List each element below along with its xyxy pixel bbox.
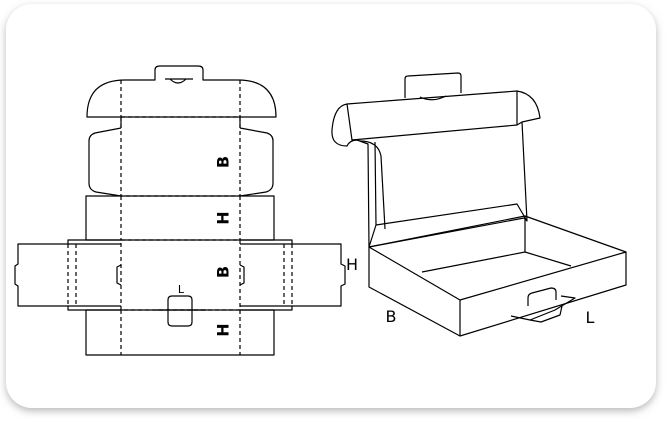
lid-right-flap <box>239 127 274 197</box>
tuck-flap <box>86 65 277 118</box>
label-lock: L <box>178 283 185 296</box>
label-h-upper: H <box>214 211 233 224</box>
label-h-lower: H <box>214 323 233 336</box>
label-b-upper: B <box>214 156 233 168</box>
label-b-lower: B <box>214 266 233 278</box>
box-front <box>368 247 461 337</box>
label-length: L <box>586 308 595 327</box>
lid-outline <box>331 90 541 248</box>
box-lock-tab <box>510 295 576 321</box>
card-background <box>6 4 656 408</box>
template-labels: B H B H L <box>178 156 233 337</box>
front-wall <box>85 309 275 356</box>
box-labels: H B L <box>346 255 595 327</box>
label-height: H <box>346 255 358 274</box>
right-side-wall <box>240 239 346 311</box>
flat-template <box>14 65 346 356</box>
lid-handle <box>404 72 462 98</box>
label-width: B <box>386 307 397 326</box>
assembled-box <box>331 72 627 337</box>
lock-tab <box>167 295 193 310</box>
box-right <box>459 252 627 337</box>
lid-left-flap <box>88 127 122 197</box>
lock-tab-slot <box>169 78 187 84</box>
left-side-wall <box>14 239 121 311</box>
